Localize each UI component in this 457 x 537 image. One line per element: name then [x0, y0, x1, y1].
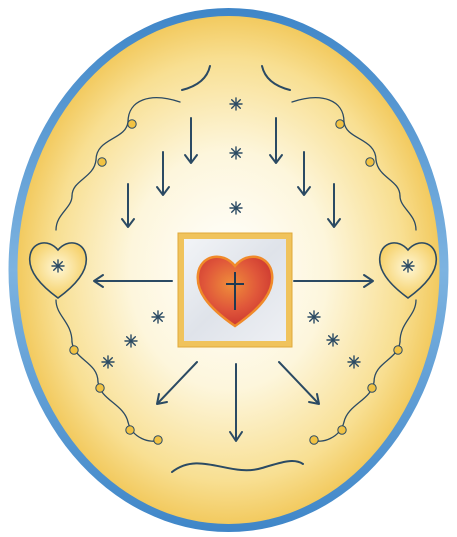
asterisk-star-icon — [348, 356, 360, 368]
asterisk-star-icon — [230, 202, 242, 214]
asterisk-star-icon — [125, 335, 137, 347]
asterisk-star-icon — [327, 334, 339, 346]
asterisk-star-icon — [152, 311, 164, 323]
asterisk-star-icon — [230, 98, 242, 110]
asterisk-star-icon — [102, 356, 114, 368]
asterisk-star-icon — [230, 147, 242, 159]
center-frame — [178, 233, 292, 347]
asterisk-star-icon — [308, 311, 320, 323]
